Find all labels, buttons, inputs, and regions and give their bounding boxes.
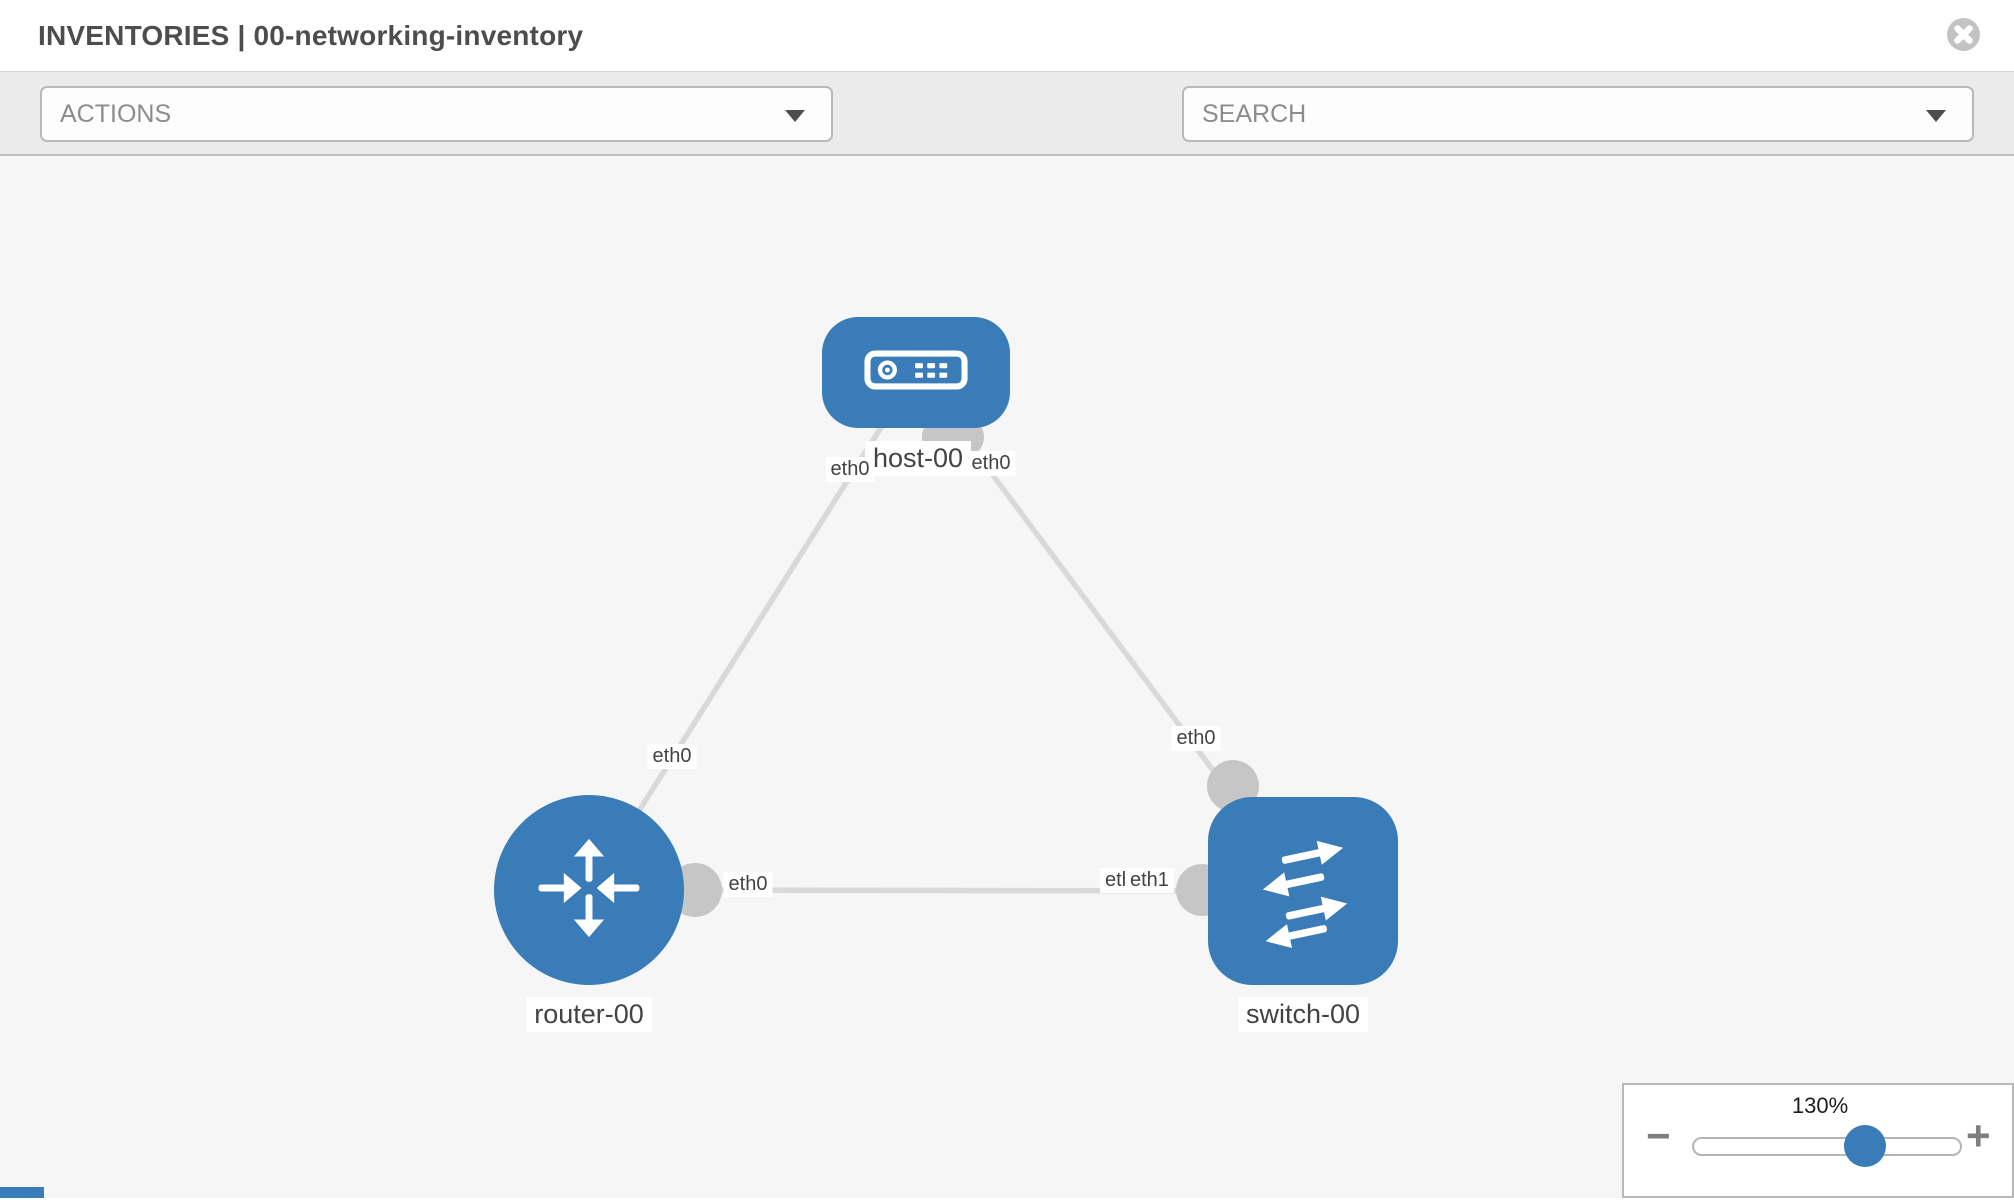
toolbar: ACTIONS SEARCH <box>0 71 2014 206</box>
zoom-control-panel: 130% − + <box>1622 1083 2014 1198</box>
page-title: INVENTORIES | 00-networking-inventory <box>38 20 584 51</box>
node-label-switch: switch-00 <box>1237 997 1369 1032</box>
switch-arrows-icon <box>1235 821 1371 962</box>
zoom-level-value: 130% <box>1791 1093 1849 1118</box>
zoom-in-button[interactable]: + <box>1966 1112 1991 1159</box>
chevron-down-icon <box>1926 110 1946 122</box>
server-icon <box>864 350 968 395</box>
search-dropdown[interactable]: SEARCH <box>1182 86 1974 142</box>
node-label-host: host-00 <box>864 441 972 476</box>
zoom-out-button[interactable]: − <box>1646 1112 1671 1159</box>
router-arrows-icon <box>526 825 652 956</box>
interface-label-router-eth0-right: eth0 <box>723 872 773 897</box>
interface-label-router-eth0-top: eth0 <box>647 744 697 769</box>
bottom-left-accent <box>0 1187 44 1198</box>
node-label-router: router-00 <box>526 997 652 1032</box>
close-button[interactable] <box>1946 17 1981 52</box>
interface-label-switch-eth1-front: eth1 <box>1125 868 1174 893</box>
topology-links-layer <box>586 370 1306 917</box>
search-dropdown-label: SEARCH <box>1202 99 1307 128</box>
actions-dropdown[interactable]: ACTIONS <box>40 86 833 142</box>
breadcrumb-header: INVENTORIES | 00-networking-inventory <box>0 0 2014 71</box>
zoom-slider-track[interactable] <box>1692 1137 1962 1156</box>
close-icon <box>1946 18 1981 55</box>
zoom-slider-thumb[interactable] <box>1844 1125 1886 1167</box>
actions-dropdown-label: ACTIONS <box>60 99 172 128</box>
interface-label-host-eth0-right: eth0 <box>966 451 1016 476</box>
interface-label-switch-eth0-top: eth0 <box>1171 726 1221 751</box>
chevron-down-icon <box>785 110 805 122</box>
node-router-00[interactable] <box>494 795 684 985</box>
topology-canvas[interactable]: host-00 router-00 switch-00 eth0 eth0 et… <box>0 156 2014 1198</box>
node-host-00[interactable] <box>822 317 1010 428</box>
node-switch-00[interactable] <box>1208 797 1398 985</box>
interface-label-host-eth0-left: eth0 <box>825 457 875 482</box>
